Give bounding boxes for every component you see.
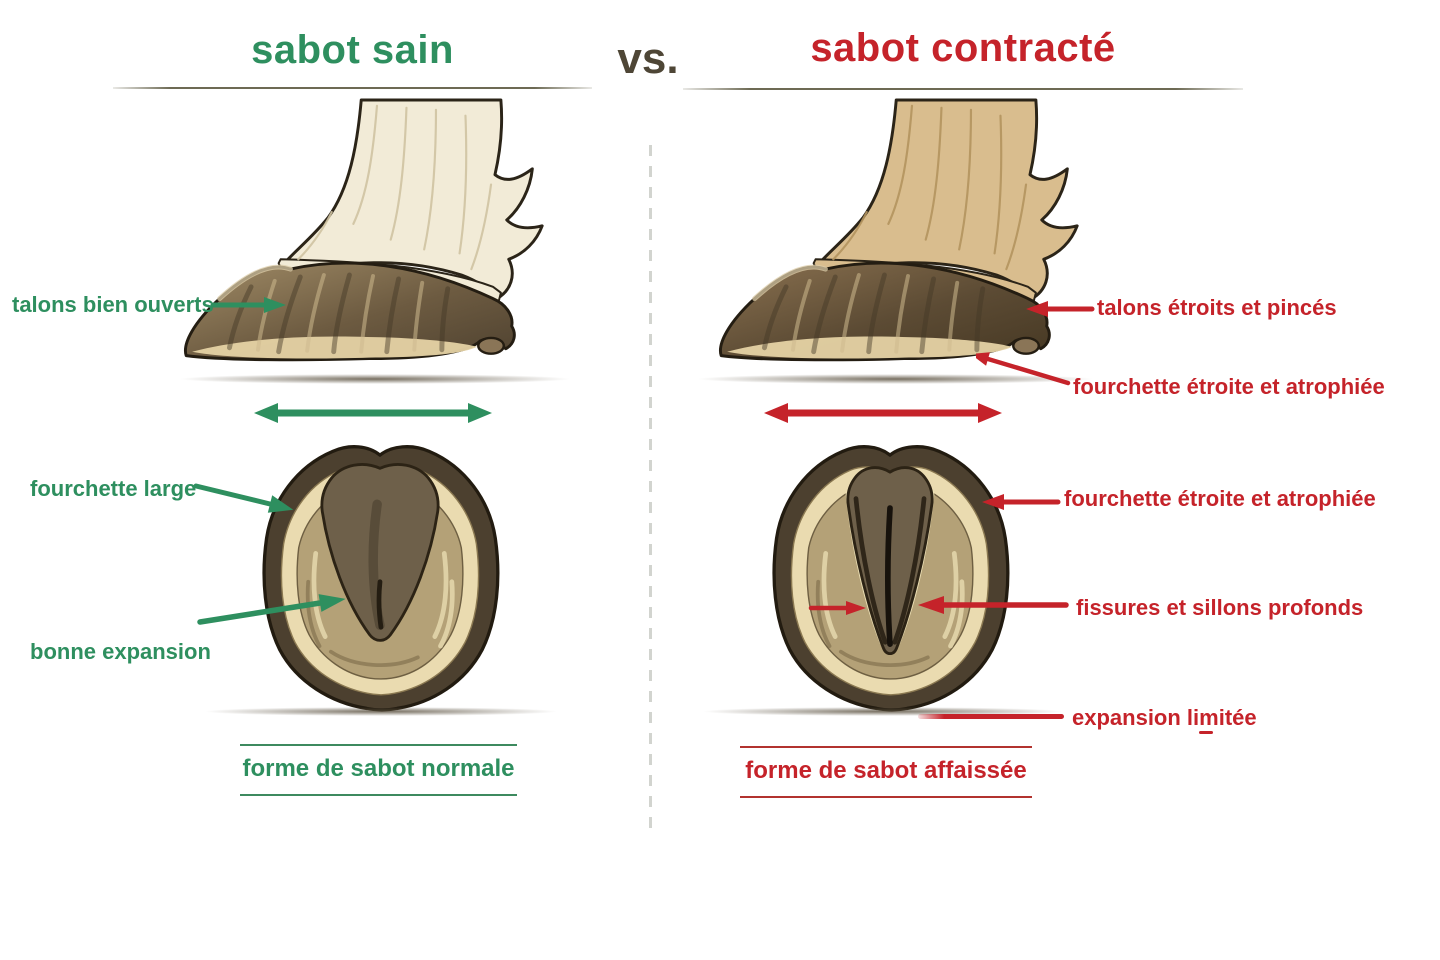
contracted-title-underline: [683, 88, 1243, 90]
small-red-dash: [1199, 731, 1213, 734]
narrow-frog: [845, 466, 935, 656]
contracted-hoof-side-illustration: [718, 98, 1079, 362]
healthy-frog-label: fourchette large: [30, 476, 197, 501]
healthy-title: sabot sain: [251, 28, 454, 72]
healthy-caption: forme de sabot normale: [240, 744, 517, 796]
healthy-hoof-side-illustration: [183, 98, 544, 362]
contracted-caption-text: forme de sabot affaissée: [745, 757, 1027, 784]
wide-frog: [320, 463, 440, 642]
healthy-heels-label: talons bien ouverts: [12, 292, 214, 317]
healthy-width-double-arrow-icon: [254, 403, 492, 423]
healthy-sole-ground-shadow: [205, 707, 557, 716]
healthy-side-ground-shadow: [180, 374, 570, 384]
contracted-frog-sole-label: fourchette étroite et atrophiée: [1064, 486, 1376, 511]
vs-label: vs.: [617, 34, 679, 83]
contracted-title: sabot contracté: [810, 26, 1116, 70]
arrow-up-right-icon: [197, 594, 346, 625]
healthy-expansion-label: bonne expansion: [30, 639, 211, 664]
healthy-hoof-sole-illustration: [262, 445, 500, 712]
pointer-line-icon: [976, 352, 1071, 386]
contracted-sole-ground-shadow: [703, 707, 1063, 716]
arrow-left-icon: [982, 494, 1061, 510]
contracted-caption: forme de sabot affaissée: [740, 746, 1032, 798]
center-divider: [649, 145, 652, 835]
contracted-width-double-arrow-icon: [764, 403, 1002, 423]
hoof-capsule: [718, 261, 1051, 362]
healthy-title-underline: [113, 87, 592, 89]
arrow-left-icon: [1026, 301, 1095, 317]
hoof-capsule: [183, 261, 516, 362]
arrow-down-right-icon: [193, 483, 294, 513]
contracted-frog-side-label: fourchette étroite et atrophiée: [1073, 374, 1385, 399]
healthy-caption-text: forme de sabot normale: [242, 755, 515, 782]
expansion-pointer-line: [918, 714, 1064, 719]
arrow-right-icon: [210, 297, 286, 313]
arrow-left-icon: [918, 596, 1069, 614]
contracted-fissures-label: fissures et sillons profonds: [1076, 595, 1364, 620]
contracted-side-ground-shadow: [698, 374, 1093, 384]
contracted-heels-label: talons étroits et pincés: [1097, 295, 1337, 320]
contracted-expansion-label: expansion limitée: [1072, 705, 1257, 730]
heel-bulb: [477, 336, 506, 355]
heel-bulb: [1012, 336, 1041, 355]
contracted-hoof-sole-illustration: [772, 445, 1010, 712]
arrow-right-small-icon: [808, 601, 866, 615]
